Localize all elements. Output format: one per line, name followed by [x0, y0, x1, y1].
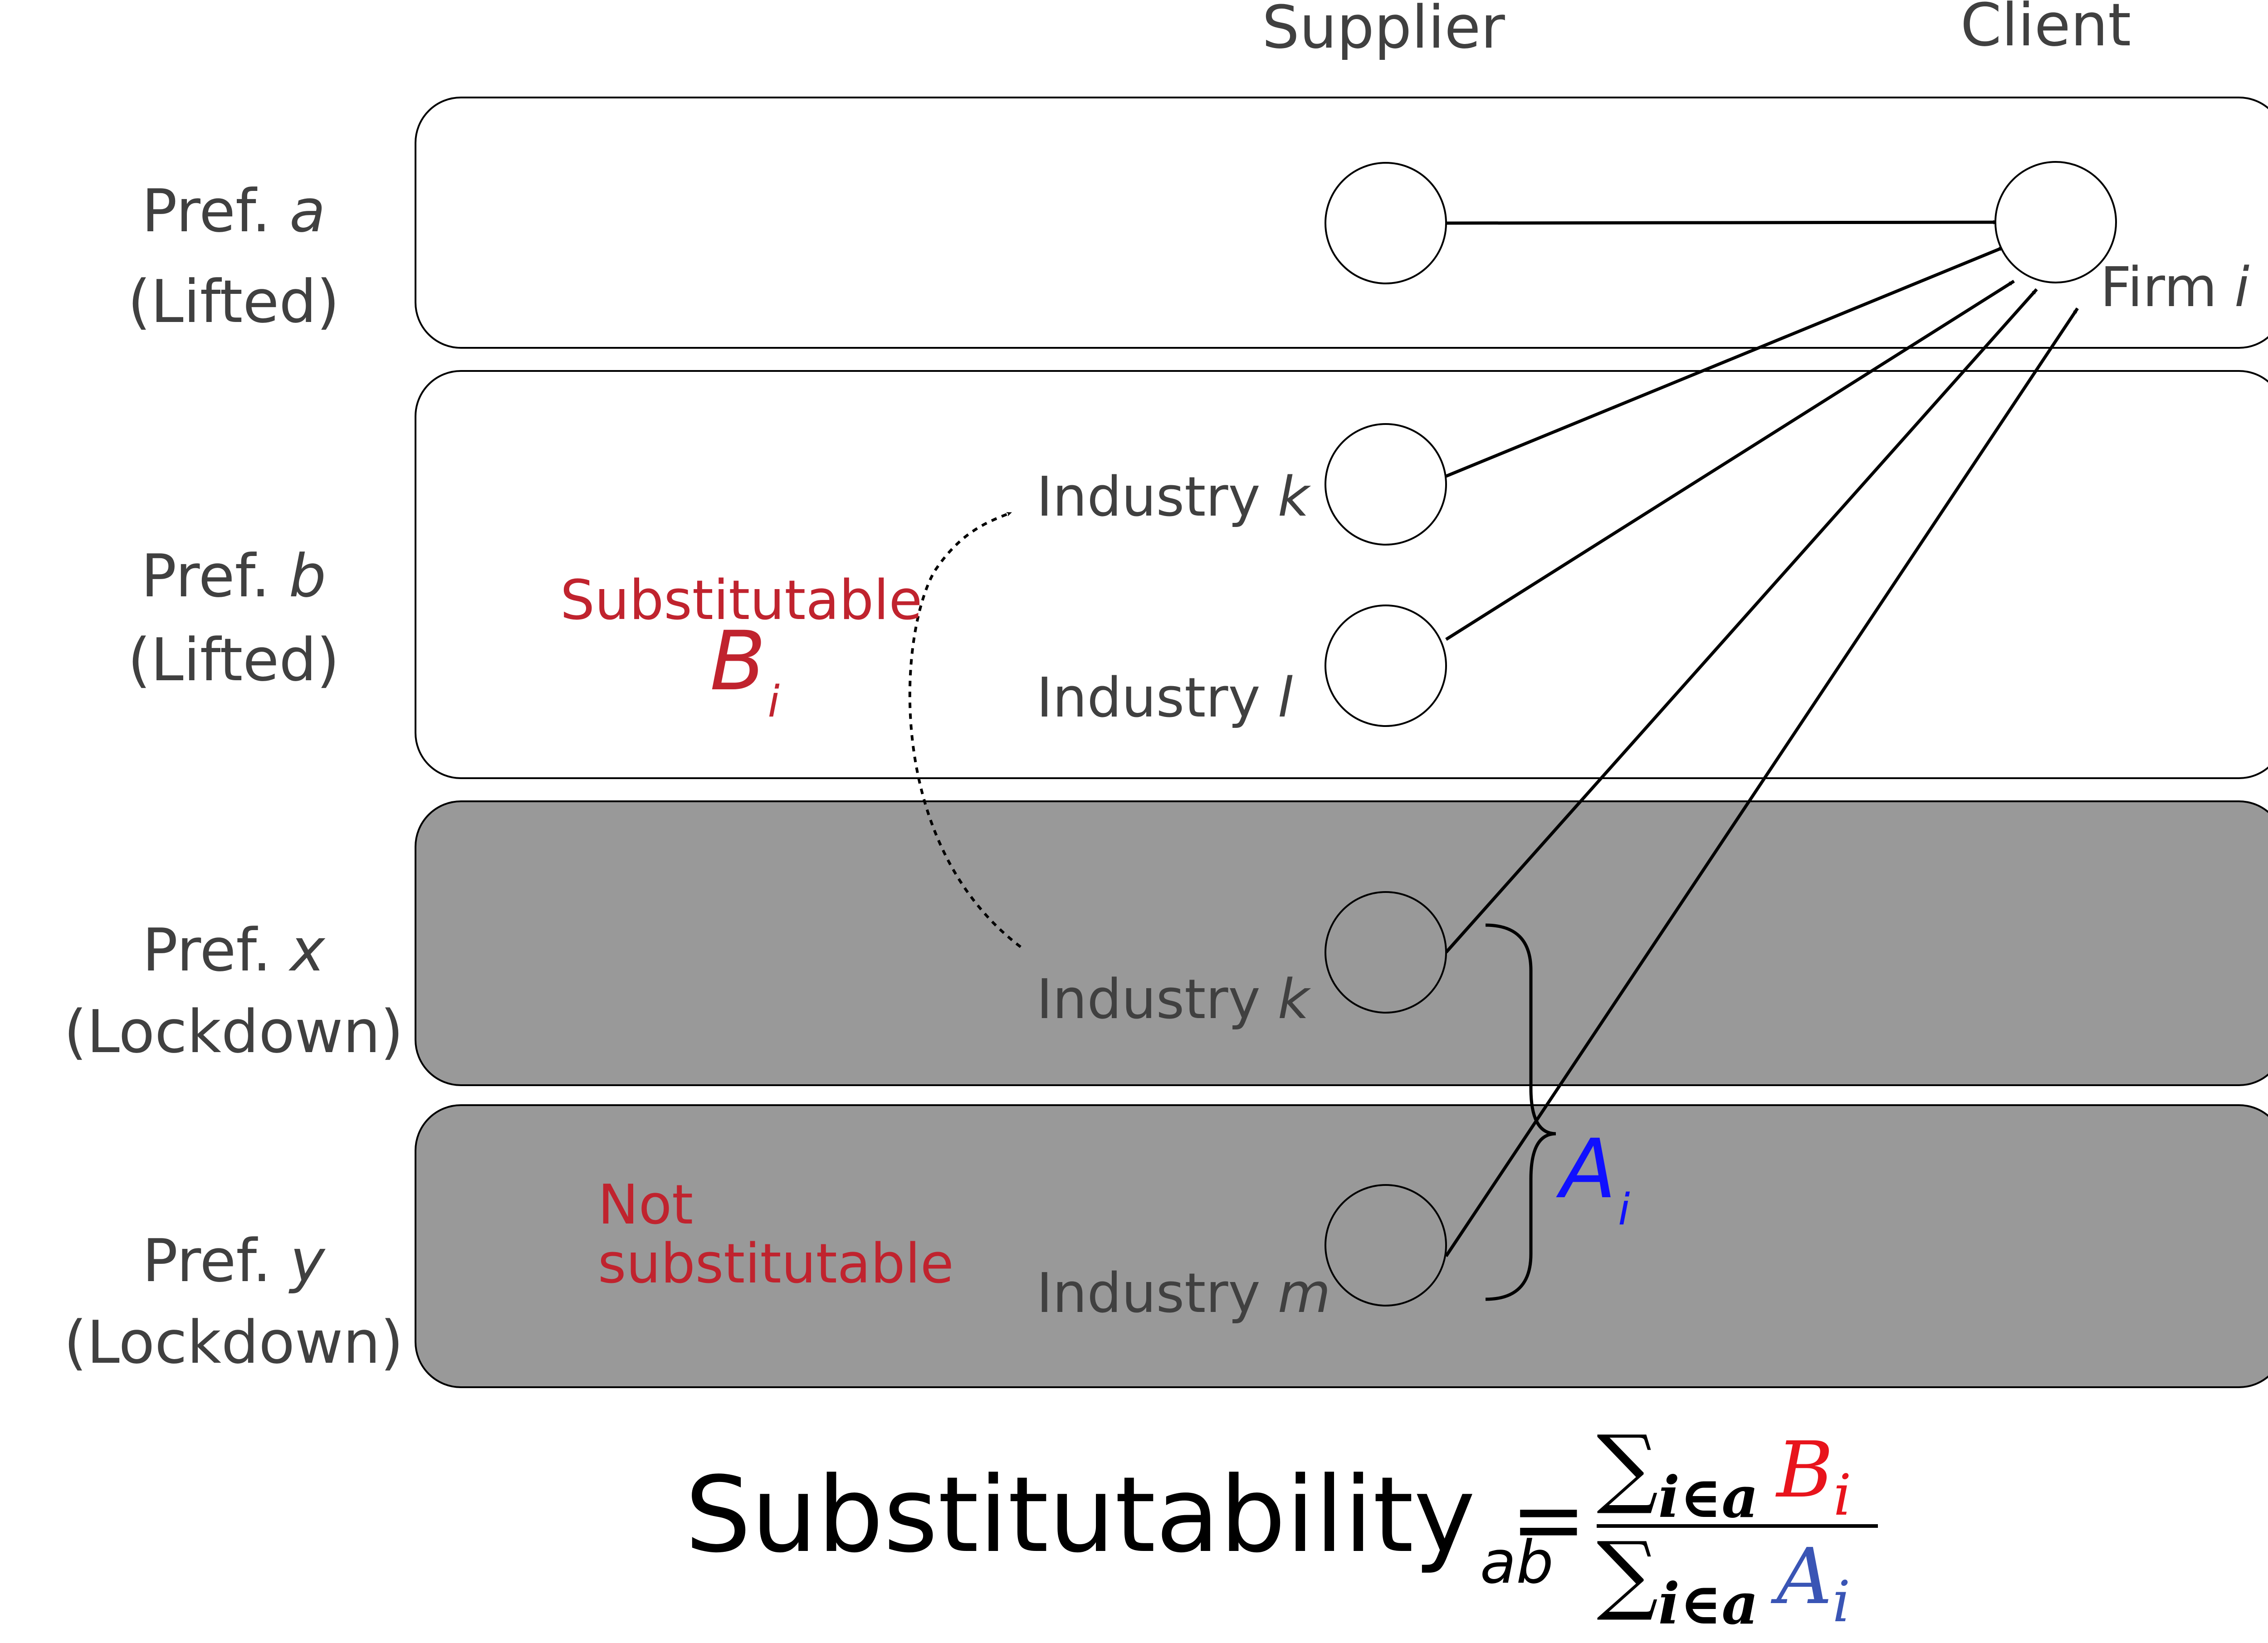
pref-b-box: [415, 370, 2268, 779]
pref-x-label: Pref. x: [142, 916, 326, 985]
client-header: Client: [1960, 0, 2131, 59]
node-firm-i: [1994, 161, 2117, 283]
pref-y-label: Pref. y: [142, 1226, 326, 1295]
supplier-header: Supplier: [1262, 0, 1505, 62]
node-supplier-a: [1325, 162, 1447, 284]
edge-supplier-a-to-client: [1446, 220, 1999, 225]
node-industry-l: [1325, 605, 1447, 727]
pref-y-status: (Lockdown): [64, 1308, 404, 1377]
industry-k-x-label: Industry k: [1036, 968, 1311, 1031]
node-industry-m: [1325, 1184, 1447, 1307]
A-i-symbol: Ai: [1556, 1122, 1630, 1235]
A-i-brace: [1485, 923, 1556, 1301]
formula-name: Substitutabilityab: [685, 1455, 1554, 1597]
industry-m-label: Industry m: [1036, 1262, 1331, 1325]
industry-l-label: Industry l: [1036, 667, 1293, 730]
substitution-arrow: [908, 511, 1022, 948]
formula-equals: =: [1510, 1467, 1587, 1573]
pref-b-status: (Lifted): [128, 625, 340, 694]
pref-a-status: (Lifted): [128, 267, 340, 336]
node-industry-k-b: [1325, 423, 1447, 546]
pref-x-status: (Lockdown): [64, 997, 404, 1066]
edge-industry-m-to-client: [1445, 307, 2079, 1257]
edge-industry-k-b-to-client: [1445, 245, 2005, 478]
firm-label: Firm i: [2100, 256, 2249, 319]
pref-b-label: Pref. b: [141, 541, 326, 610]
pref-a-label: Pref. a: [142, 176, 325, 245]
industry-k-b-label: Industry k: [1036, 466, 1311, 529]
substitutable-label: Substitutable: [560, 569, 922, 632]
edge-industry-k-x-to-client: [1445, 288, 2038, 954]
edge-industry-l-to-client: [1445, 280, 2015, 641]
B-i-symbol: Bi: [710, 614, 780, 727]
node-industry-k-x: [1325, 891, 1447, 1014]
